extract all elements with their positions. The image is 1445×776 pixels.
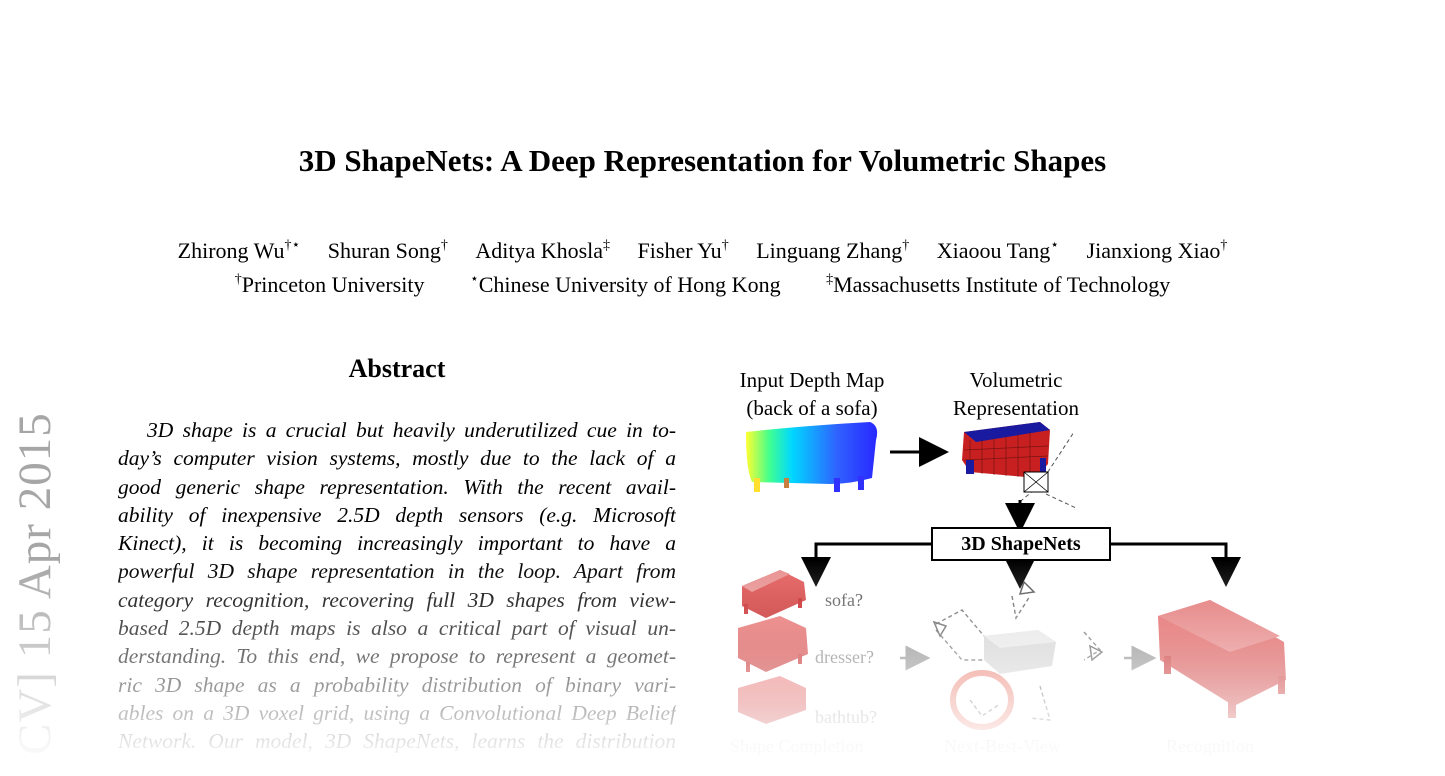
branch-arrow-icon: [1109, 542, 1241, 587]
abstract-line: based 2.5D depth maps is also a critical…: [118, 616, 676, 641]
abstract-line: day’s computer vision systems, mostly du…: [118, 446, 676, 471]
input-depth-label: Input Depth Map (back of a sofa): [739, 368, 885, 420]
volumetric-label: Volumetric Representation: [953, 368, 1079, 420]
next-best-view-image: [932, 580, 1104, 730]
author: Xiaoou Tang⋆: [936, 238, 1060, 263]
affiliation-list: †Princeton University ⋆Chinese Universit…: [0, 272, 1405, 298]
abstract-body: 3D shape is a crucial but heavily underu…: [118, 416, 676, 756]
abstract-line: derstanding. To this end, we propose to …: [118, 644, 676, 669]
abstract-line: category recognition, recovering full 3D…: [118, 587, 676, 612]
abstract-line: Network. Our model, 3D ShapeNets, learns…: [118, 729, 676, 754]
affiliation: †Princeton University: [234, 272, 425, 297]
affiliation: ⋆Chinese University of Hong Kong: [469, 272, 781, 297]
abstract-line: powerful 3D shape representation in the …: [118, 559, 676, 584]
author: Shuran Song†: [327, 238, 448, 263]
next-best-view-label: Next-Best-View: [944, 736, 1061, 756]
figure-graphics: [738, 422, 1286, 730]
abstract-heading: Abstract: [348, 354, 446, 383]
candidate-label: dresser?: [815, 647, 874, 667]
recognition-label: Recognition: [1166, 736, 1254, 756]
paper-title: 3D ShapeNets: A Deep Representation for …: [298, 143, 1107, 178]
teaser-figure: Input Depth Map (back of a sofa) Volumet…: [700, 360, 1340, 776]
abstract-line: ability of inexpensive 2.5D depth sensor…: [118, 502, 676, 527]
author: Jianxiong Xiao†: [1086, 238, 1228, 263]
recognized-sofa-image: [1158, 600, 1286, 718]
candidate-label: sofa?: [825, 590, 863, 610]
branch-arrow-icon: [801, 542, 931, 587]
shape-completion-label: Shape Completion: [730, 736, 864, 756]
author: Zhirong Wu†⋆: [177, 238, 301, 263]
completed-sofa-image: [742, 570, 806, 618]
author-list: Zhirong Wu†⋆ Shuran Song† Aditya Khosla‡…: [0, 238, 1405, 264]
affiliation: ‡Massachusetts Institute of Technology: [826, 272, 1171, 297]
completed-bathtub-image: [738, 676, 806, 724]
author: Aditya Khosla‡: [475, 238, 611, 263]
abstract-line: 3D shape is a crucial but heavily underu…: [147, 418, 676, 442]
network-box: 3D ShapeNets: [931, 527, 1111, 561]
candidate-label: bathtub?: [815, 707, 877, 727]
abstract-line: ables on a 3D voxel grid, using a Convol…: [118, 700, 676, 725]
author: Fisher Yu†: [637, 238, 729, 263]
voxel-sofa-image: [962, 422, 1077, 511]
abstract-line: Kinect), it is becoming increasingly imp…: [118, 531, 676, 556]
abstract-line: ric 3D shape as a probability distributi…: [118, 672, 676, 697]
arxiv-stamp: CV] 15 Apr 2015: [9, 412, 61, 755]
depth-map-image: [746, 422, 878, 492]
abstract-line: good generic shape representation. With …: [118, 474, 676, 499]
completed-dresser-image: [738, 616, 808, 672]
author: Linguang Zhang†: [756, 238, 910, 263]
